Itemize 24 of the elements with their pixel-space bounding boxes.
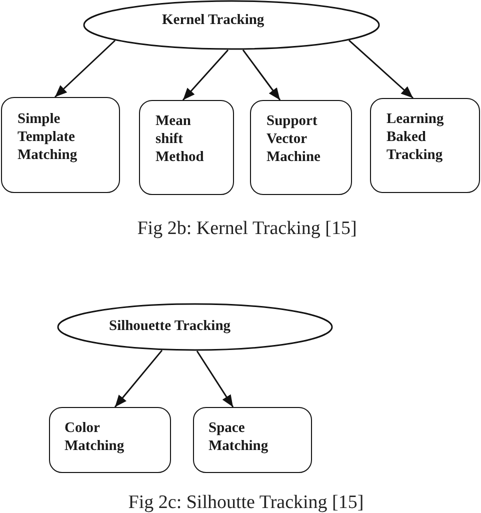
arrow (114, 350, 163, 408)
node-label: Color Matching (64, 418, 126, 454)
rounded-box (250, 100, 352, 195)
node-label: Space Matching (208, 418, 270, 454)
arrow (182, 50, 229, 100)
rounded-box (139, 100, 234, 195)
rounded-box (49, 407, 171, 473)
rounded-box (193, 407, 312, 473)
arrow (196, 350, 234, 408)
node-label: Learning Baked Tracking (386, 110, 445, 164)
arrow (54, 40, 116, 98)
rounded-box (370, 98, 480, 193)
arrow (242, 49, 281, 100)
arrow (348, 40, 414, 99)
figure-caption: Fig 2c: Silhoutte Tracking [15] (128, 493, 364, 512)
ellipse-node (57, 303, 333, 351)
node-label: Support Vector Machine (266, 112, 322, 166)
rounded-box (1, 97, 120, 193)
figure-caption: Fig 2b: Kernel Tracking [15] (137, 219, 357, 238)
node-label: Kernel Tracking (162, 11, 264, 29)
node-label: Silhouette Tracking (109, 317, 231, 335)
node-label: Simple Template Matching (18, 110, 78, 164)
ellipse-node (83, 0, 380, 50)
node-label: Mean shift Method (156, 112, 205, 166)
